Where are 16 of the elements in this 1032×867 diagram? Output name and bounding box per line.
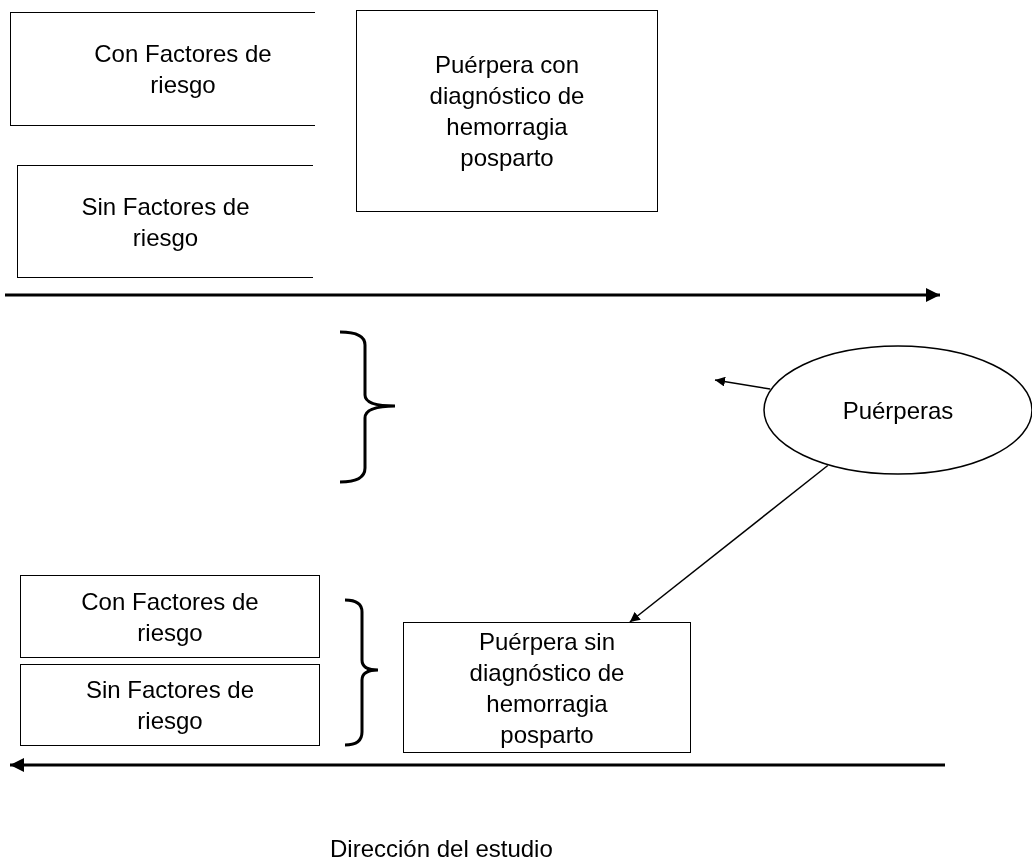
process-box [20,664,320,746]
node-text: Puérpera con diagnóstico de hemorragia posparto [428,50,586,173]
node-text: Puérpera sin diagnóstico de hemorragia posparto [468,626,626,750]
node-text: Sin Factores de riesgo [84,675,256,736]
arrow [629,464,829,623]
process-box [20,575,320,658]
node-text: Con Factores de riesgo [93,39,273,100]
open-box [10,12,315,126]
node-text: Con Factores de riesgo [80,586,260,648]
caption-text: Dirección del estudio [330,835,553,863]
node-text: Sin Factores de riesgo [80,191,251,253]
process-box [356,10,658,212]
arrow [714,376,771,390]
process-box [403,622,691,753]
node-text: Puérperas [842,395,954,426]
open-box [17,165,313,278]
